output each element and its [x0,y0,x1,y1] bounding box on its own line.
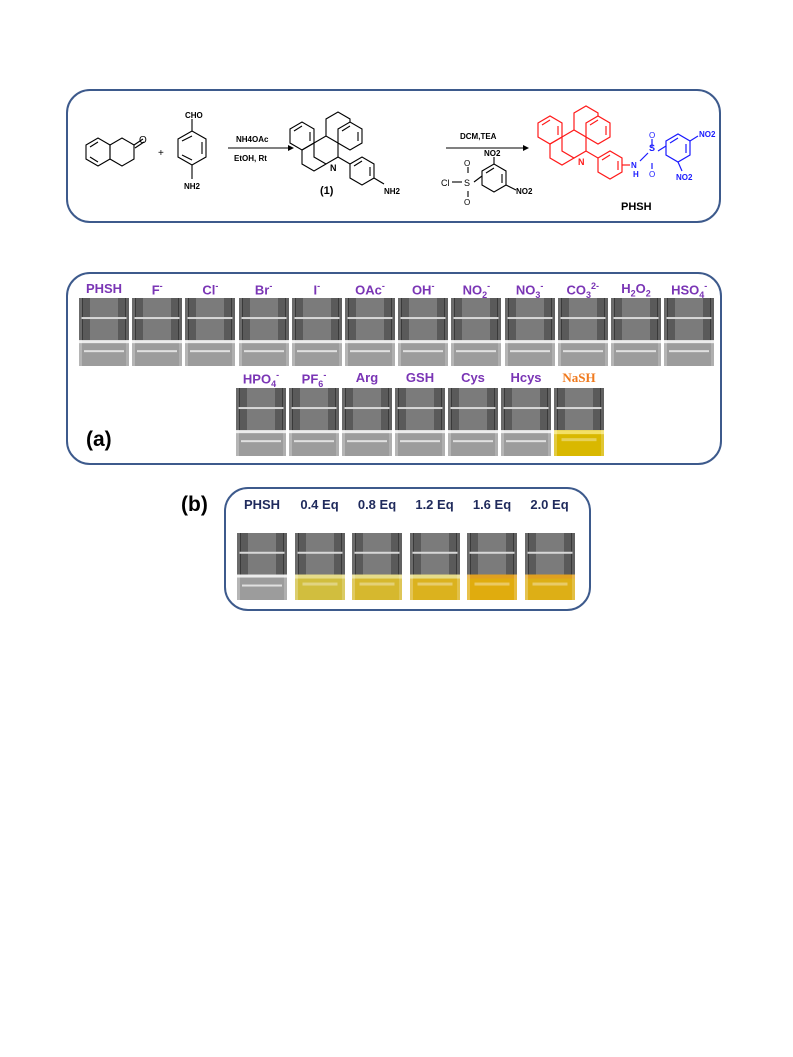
reagent-sulfonyl-oxygen-top: O [464,159,470,168]
vial-label: Arg [355,370,379,385]
vial-photo [342,388,392,456]
product-sulfonyl-oxygen-top: O [649,131,655,140]
vial-label: GSH [405,370,435,385]
product-sulfonyl-part [639,133,699,172]
synthesis-scheme-panel: O + CHO NH2 NH4OAc EtOH, Rt N (1) NH2 DC… [66,89,721,223]
vial-photo [448,388,498,456]
amine-group: NH2 [184,182,201,191]
intermediate-label: (1) [320,185,334,197]
product-pyridine-n: N [578,157,585,167]
vial-photo [79,298,129,366]
vial-label: PF6- [301,370,327,389]
vial-photo [501,388,551,456]
vial-label: Cl- [202,281,219,298]
vial-label: H2O2 [621,281,651,299]
vial-photo [557,298,608,366]
titration-vial-photo [409,533,460,600]
vial-photo [398,298,449,366]
reagent-nitro-para: NO2 [516,187,533,196]
intermediate-pyridine-n: N [330,163,337,173]
vial-label: F- [151,281,163,298]
vial-label: Hcys [510,370,542,385]
vial-nash-yellow [554,388,604,456]
vial-photo [236,388,286,456]
tetralone-cyclohexanone-ring [109,137,135,167]
reagent-sulfonyl-oxygen-bottom: O [464,198,470,207]
panel-a-tag: (a) [86,428,112,451]
vial-photo [611,298,661,366]
intermediate-amine: NH2 [384,187,401,196]
vial-photo [185,298,236,366]
reagent-chlorine: Cl [441,178,450,188]
titration-vial-label: 0.4 Eq [300,497,339,512]
step2-reagents: DCM,TEA [460,132,497,141]
vial-label: Cys [461,370,485,385]
vial-label: HSO4- [671,281,708,300]
titration-vial-photo [294,533,345,600]
vial-label: NaSH [562,370,596,385]
product-nitro-para: NO2 [699,130,716,139]
vial-label: OH- [411,281,435,298]
vial-label: PHSH [85,281,123,296]
titration-vial-label: 1.2 Eq [415,497,454,512]
plus-sign: + [158,148,164,159]
titration-vial-label: 0.8 Eq [357,497,397,512]
ketone-oxygen: O [139,135,147,146]
vial-photo [345,298,395,366]
product-label: PHSH [621,201,652,213]
product-sulfonamide-n: N [631,161,637,170]
vial-label: OAc- [355,281,385,298]
vial-label: CO32- [566,281,600,300]
titration-vial-label: PHSH [243,497,281,512]
vial-photo [451,298,502,366]
product-sulfonamide-h: H [633,170,639,179]
vial-label: I- [313,281,321,298]
titration-vial-photo [237,533,287,600]
vial-photo [291,298,342,366]
vial-photo [664,298,715,366]
vial-photo [132,298,183,366]
reagent-sulfur: S [464,178,470,188]
product-sulfonyl-oxygen-bottom: O [649,170,655,179]
titration-vial-photo [352,533,402,600]
vial-photo [289,388,339,456]
product-pyridine-core [537,105,630,180]
vial-photo [238,298,289,366]
intermediate-pyridine-ring [313,135,339,165]
vial-label: NO3- [515,281,544,300]
step1-conditions: EtOH, Rt [234,154,267,163]
vial-photo [504,298,555,366]
titration-vial-label: 2.0 Eq [530,497,569,512]
vial-label: Br- [254,281,273,298]
titration-vial-photo [524,533,575,600]
panel-b-tag: (b) [181,493,208,516]
vial-label: HPO4- [242,370,280,389]
product-nitro-ortho: NO2 [676,173,693,182]
vial-label: NO2- [462,281,491,300]
titration-vial-label: 1.6 Eq [472,497,512,512]
product-sulfur: S [649,143,655,153]
vial-photo [395,388,445,456]
titration-vial-photo [467,533,517,600]
step1-reagent: NH4OAc [236,135,269,144]
synthesis-scheme-svg: O + CHO NH2 NH4OAc EtOH, Rt N (1) NH2 DC… [85,105,716,213]
reagent-nitro-ortho: NO2 [484,149,501,158]
aldehyde-group: CHO [185,111,203,120]
